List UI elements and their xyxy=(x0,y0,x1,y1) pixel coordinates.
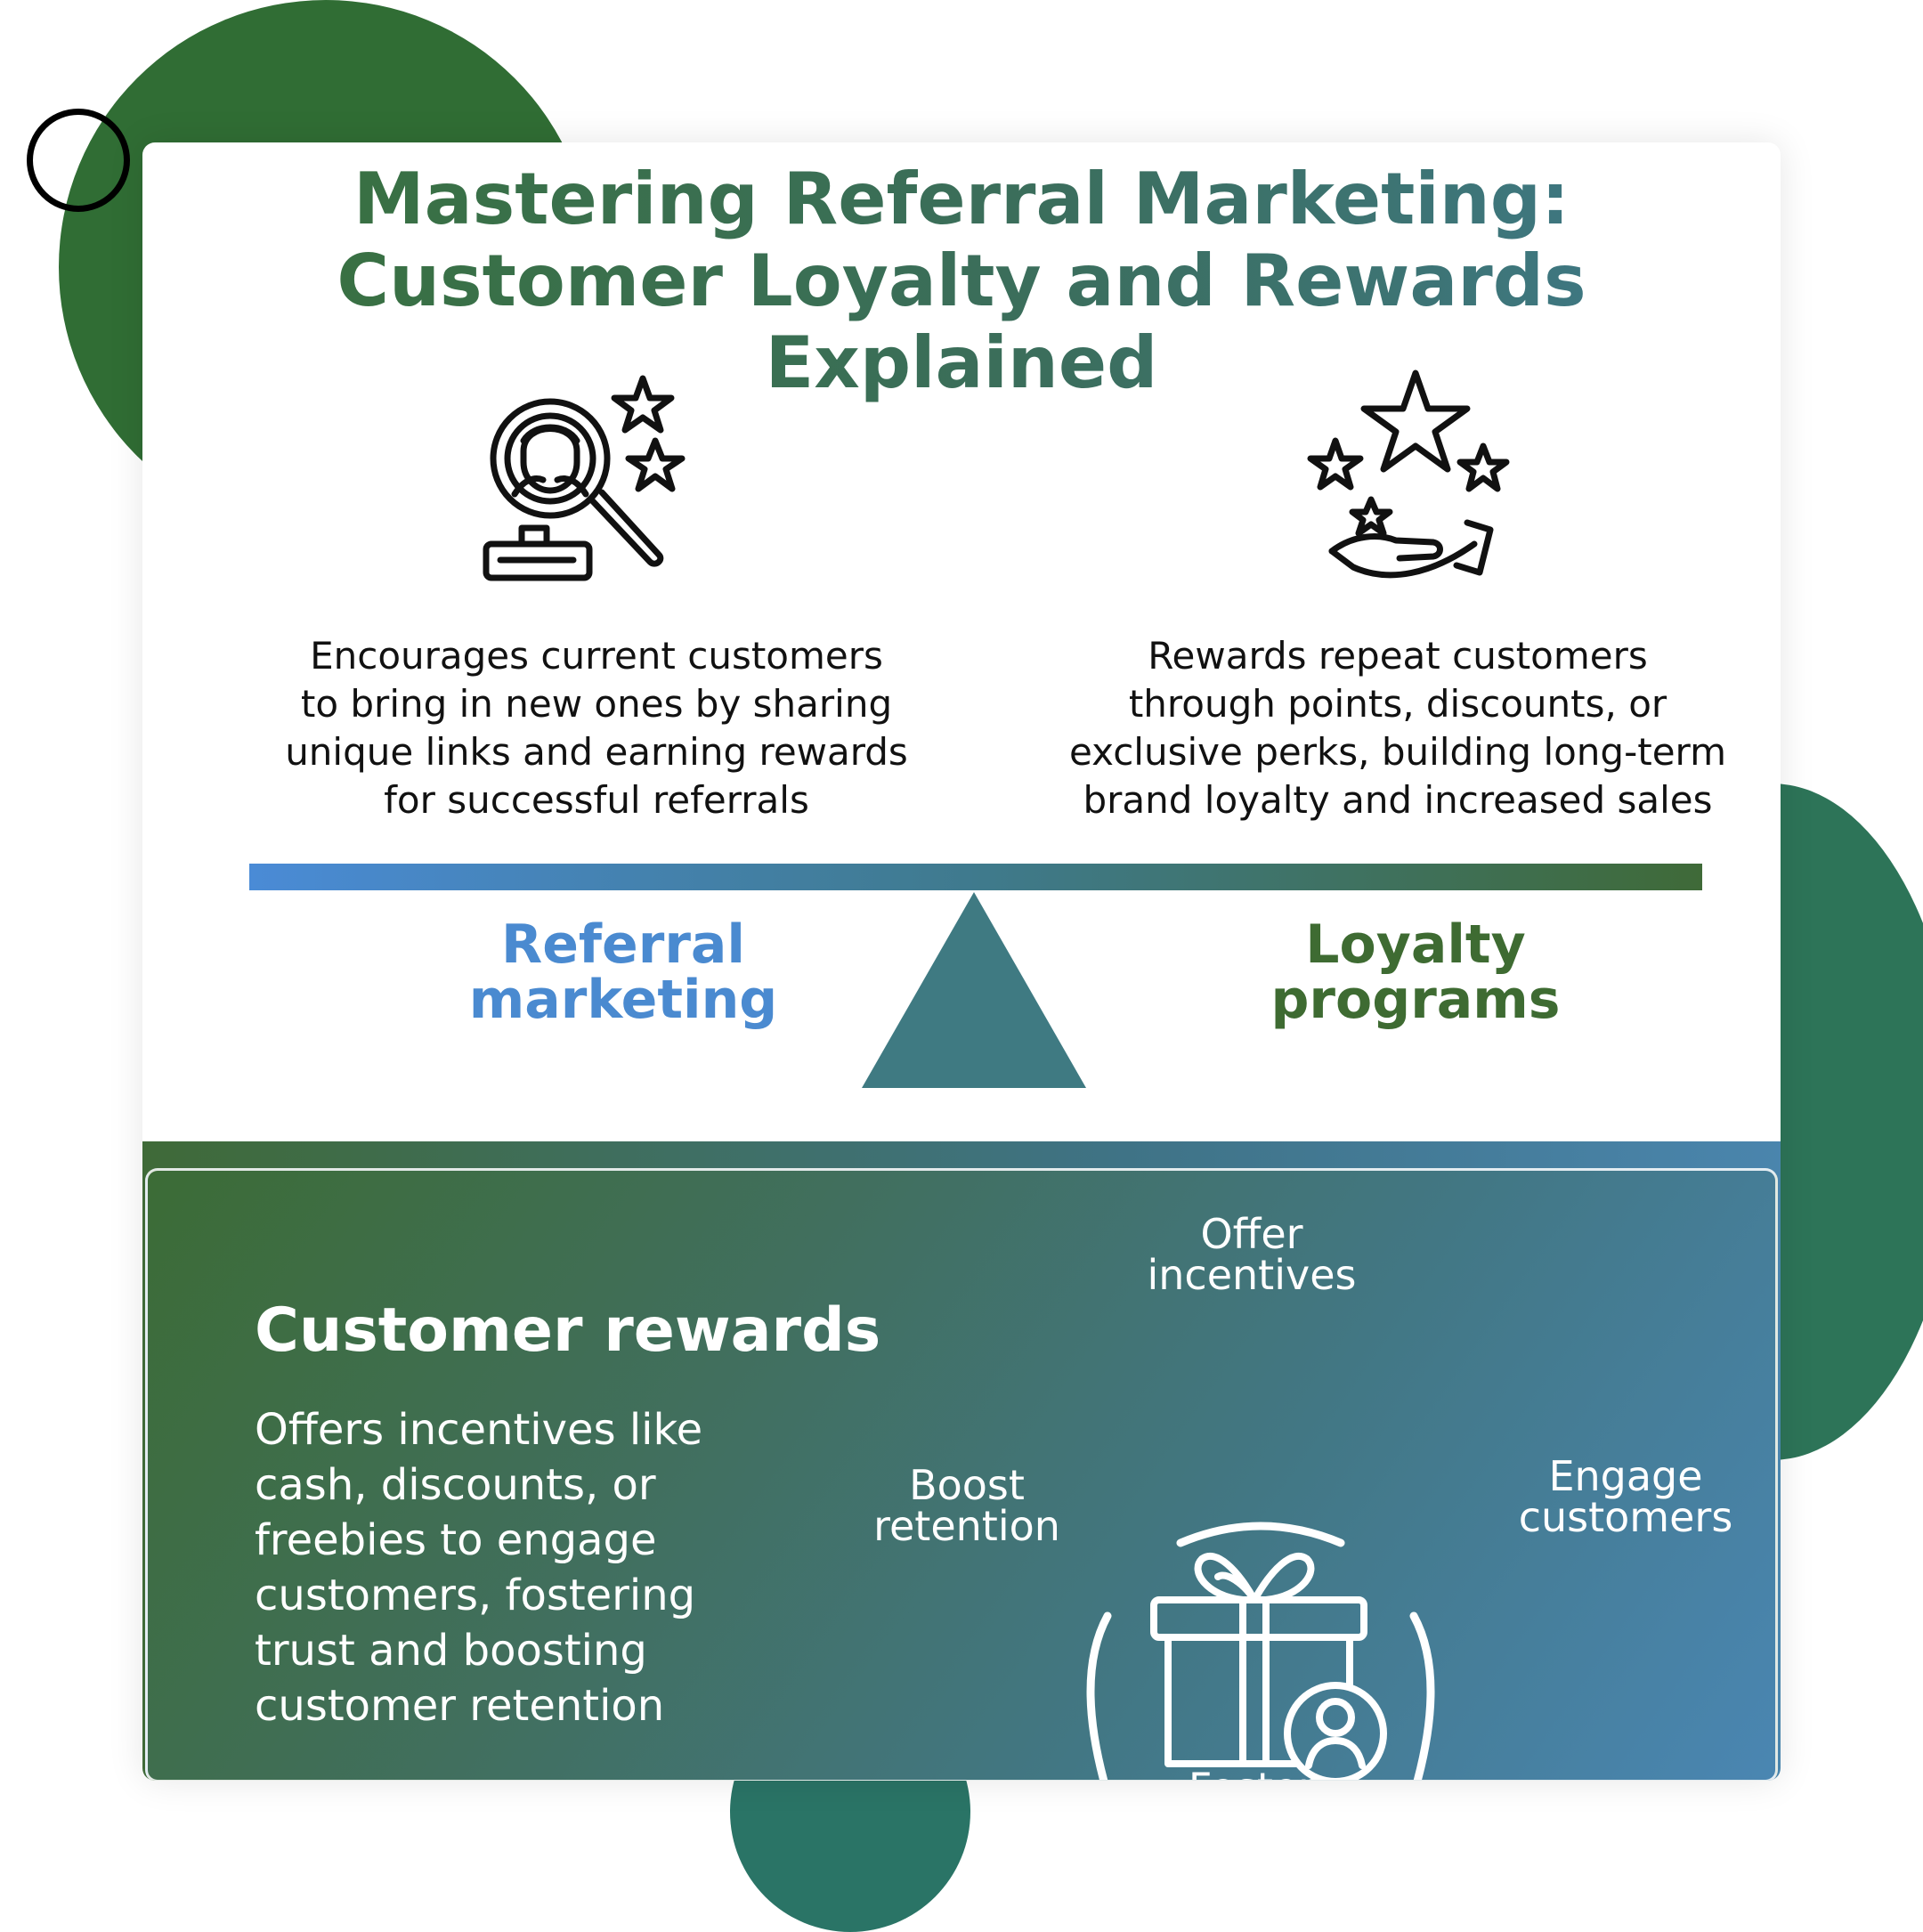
rewards-description-line: Offers incentives like xyxy=(255,1405,703,1455)
loyalty-programs-label: Loyalty programs xyxy=(1184,917,1647,1027)
balance-beam xyxy=(249,864,1702,890)
rewards-heading: Customer rewards xyxy=(255,1295,881,1366)
rewards-description-line: customers, fostering xyxy=(255,1571,696,1620)
person-search-stars-icon xyxy=(483,375,686,581)
cycle-label-line: Boost xyxy=(909,1461,1025,1509)
hand-stars-icon xyxy=(1307,369,1510,579)
infographic-card: Mastering Referral Marketing: Customer L… xyxy=(142,142,1781,1781)
cycle-label-line: incentives xyxy=(1147,1251,1357,1299)
fulcrum-triangle xyxy=(862,892,1086,1088)
referral-description-line: Encourages current customers xyxy=(310,634,883,678)
cycle-label-foster: Foster xyxy=(1109,1767,1394,1780)
cycle-label-engage-customers: Engage customers xyxy=(1483,1456,1768,1538)
rewards-description-line: freebies to engage xyxy=(255,1515,657,1565)
cycle-label-line: Offer xyxy=(1200,1210,1303,1258)
customer-rewards-panel: Customer rewards Offers incentives like … xyxy=(145,1168,1778,1781)
cycle-arc-left xyxy=(1086,1611,1112,1780)
cycle-label-line: retention xyxy=(873,1502,1060,1550)
rewards-description-line: customer retention xyxy=(255,1681,665,1731)
cycle-arc-top xyxy=(1176,1522,1345,1547)
decorative-ring xyxy=(27,109,130,212)
cycle-label-line: customers xyxy=(1518,1493,1733,1541)
cycle-label-boost-retention: Boost retention xyxy=(824,1465,1109,1546)
referral-description-line: to bring in new ones by sharing xyxy=(300,682,893,726)
rewards-description-line: trust and boosting xyxy=(255,1626,647,1676)
loyalty-description: Rewards repeat customers through points,… xyxy=(1068,632,1727,824)
referral-description-line: for successful referrals xyxy=(384,778,809,822)
loyalty-description-line: brand loyalty and increased sales xyxy=(1083,778,1713,822)
loyalty-label-line: Loyalty xyxy=(1305,913,1526,976)
rewards-description: Offers incentives like cash, discounts, … xyxy=(255,1402,807,1733)
cycle-arcs xyxy=(1086,1522,1435,1780)
cycle-arc-right xyxy=(1409,1611,1435,1780)
title-line-1: Mastering Referral Marketing: xyxy=(353,158,1570,240)
referral-marketing-label: Referral marketing xyxy=(392,917,855,1027)
referral-description: Encourages current customers to bring in… xyxy=(267,632,926,824)
cycle-label-offer-incentives: Offer incentives xyxy=(1109,1214,1394,1295)
gift-user-icon xyxy=(1150,1552,1387,1780)
loyalty-label-line: programs xyxy=(1270,969,1561,1031)
cycle-label-line: Foster xyxy=(1109,1767,1394,1780)
title-line-2: Customer Loyalty and Rewards Explained xyxy=(337,239,1586,404)
loyalty-description-line: Rewards repeat customers xyxy=(1148,634,1648,678)
cycle-label-line: Engage xyxy=(1548,1452,1703,1500)
referral-label-line: Referral xyxy=(501,913,745,976)
referral-label-line: marketing xyxy=(468,969,778,1031)
page-title: Mastering Referral Marketing: Customer L… xyxy=(142,158,1781,404)
referral-description-line: unique links and earning rewards xyxy=(285,730,908,774)
loyalty-description-line: through points, discounts, or xyxy=(1128,682,1667,726)
rewards-description-line: cash, discounts, or xyxy=(255,1460,656,1510)
loyalty-description-line: exclusive perks, building long-term xyxy=(1069,730,1726,774)
